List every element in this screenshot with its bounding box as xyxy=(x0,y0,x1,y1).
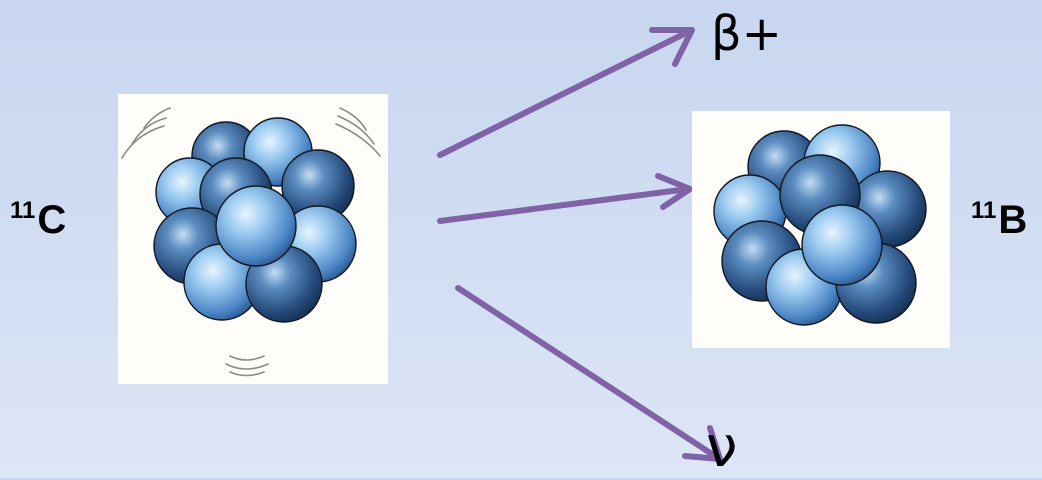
nucleus-icon xyxy=(692,111,950,348)
arrow-to-positron-head xyxy=(649,27,695,67)
parent-nucleus-label: 11C xyxy=(10,197,67,242)
vibrating-nucleus-icon xyxy=(118,94,388,384)
arrow-to-neutrino xyxy=(455,285,721,461)
arrow-to-neutrino-head xyxy=(682,425,723,462)
daughter-nucleus-label: 11B xyxy=(971,197,1028,242)
arrow-to-positron xyxy=(437,28,693,158)
positron-label: β+ xyxy=(711,6,782,62)
neutrino-label: ν xyxy=(706,415,738,480)
parent-mass-number: 11 xyxy=(10,197,36,224)
daughter-mass-number: 11 xyxy=(971,197,997,224)
arrow-to-daughter xyxy=(437,186,691,224)
arrow-to-daughter-head xyxy=(655,173,693,210)
parent-element-symbol: C xyxy=(37,198,67,242)
daughter-element-symbol: B xyxy=(998,198,1028,242)
